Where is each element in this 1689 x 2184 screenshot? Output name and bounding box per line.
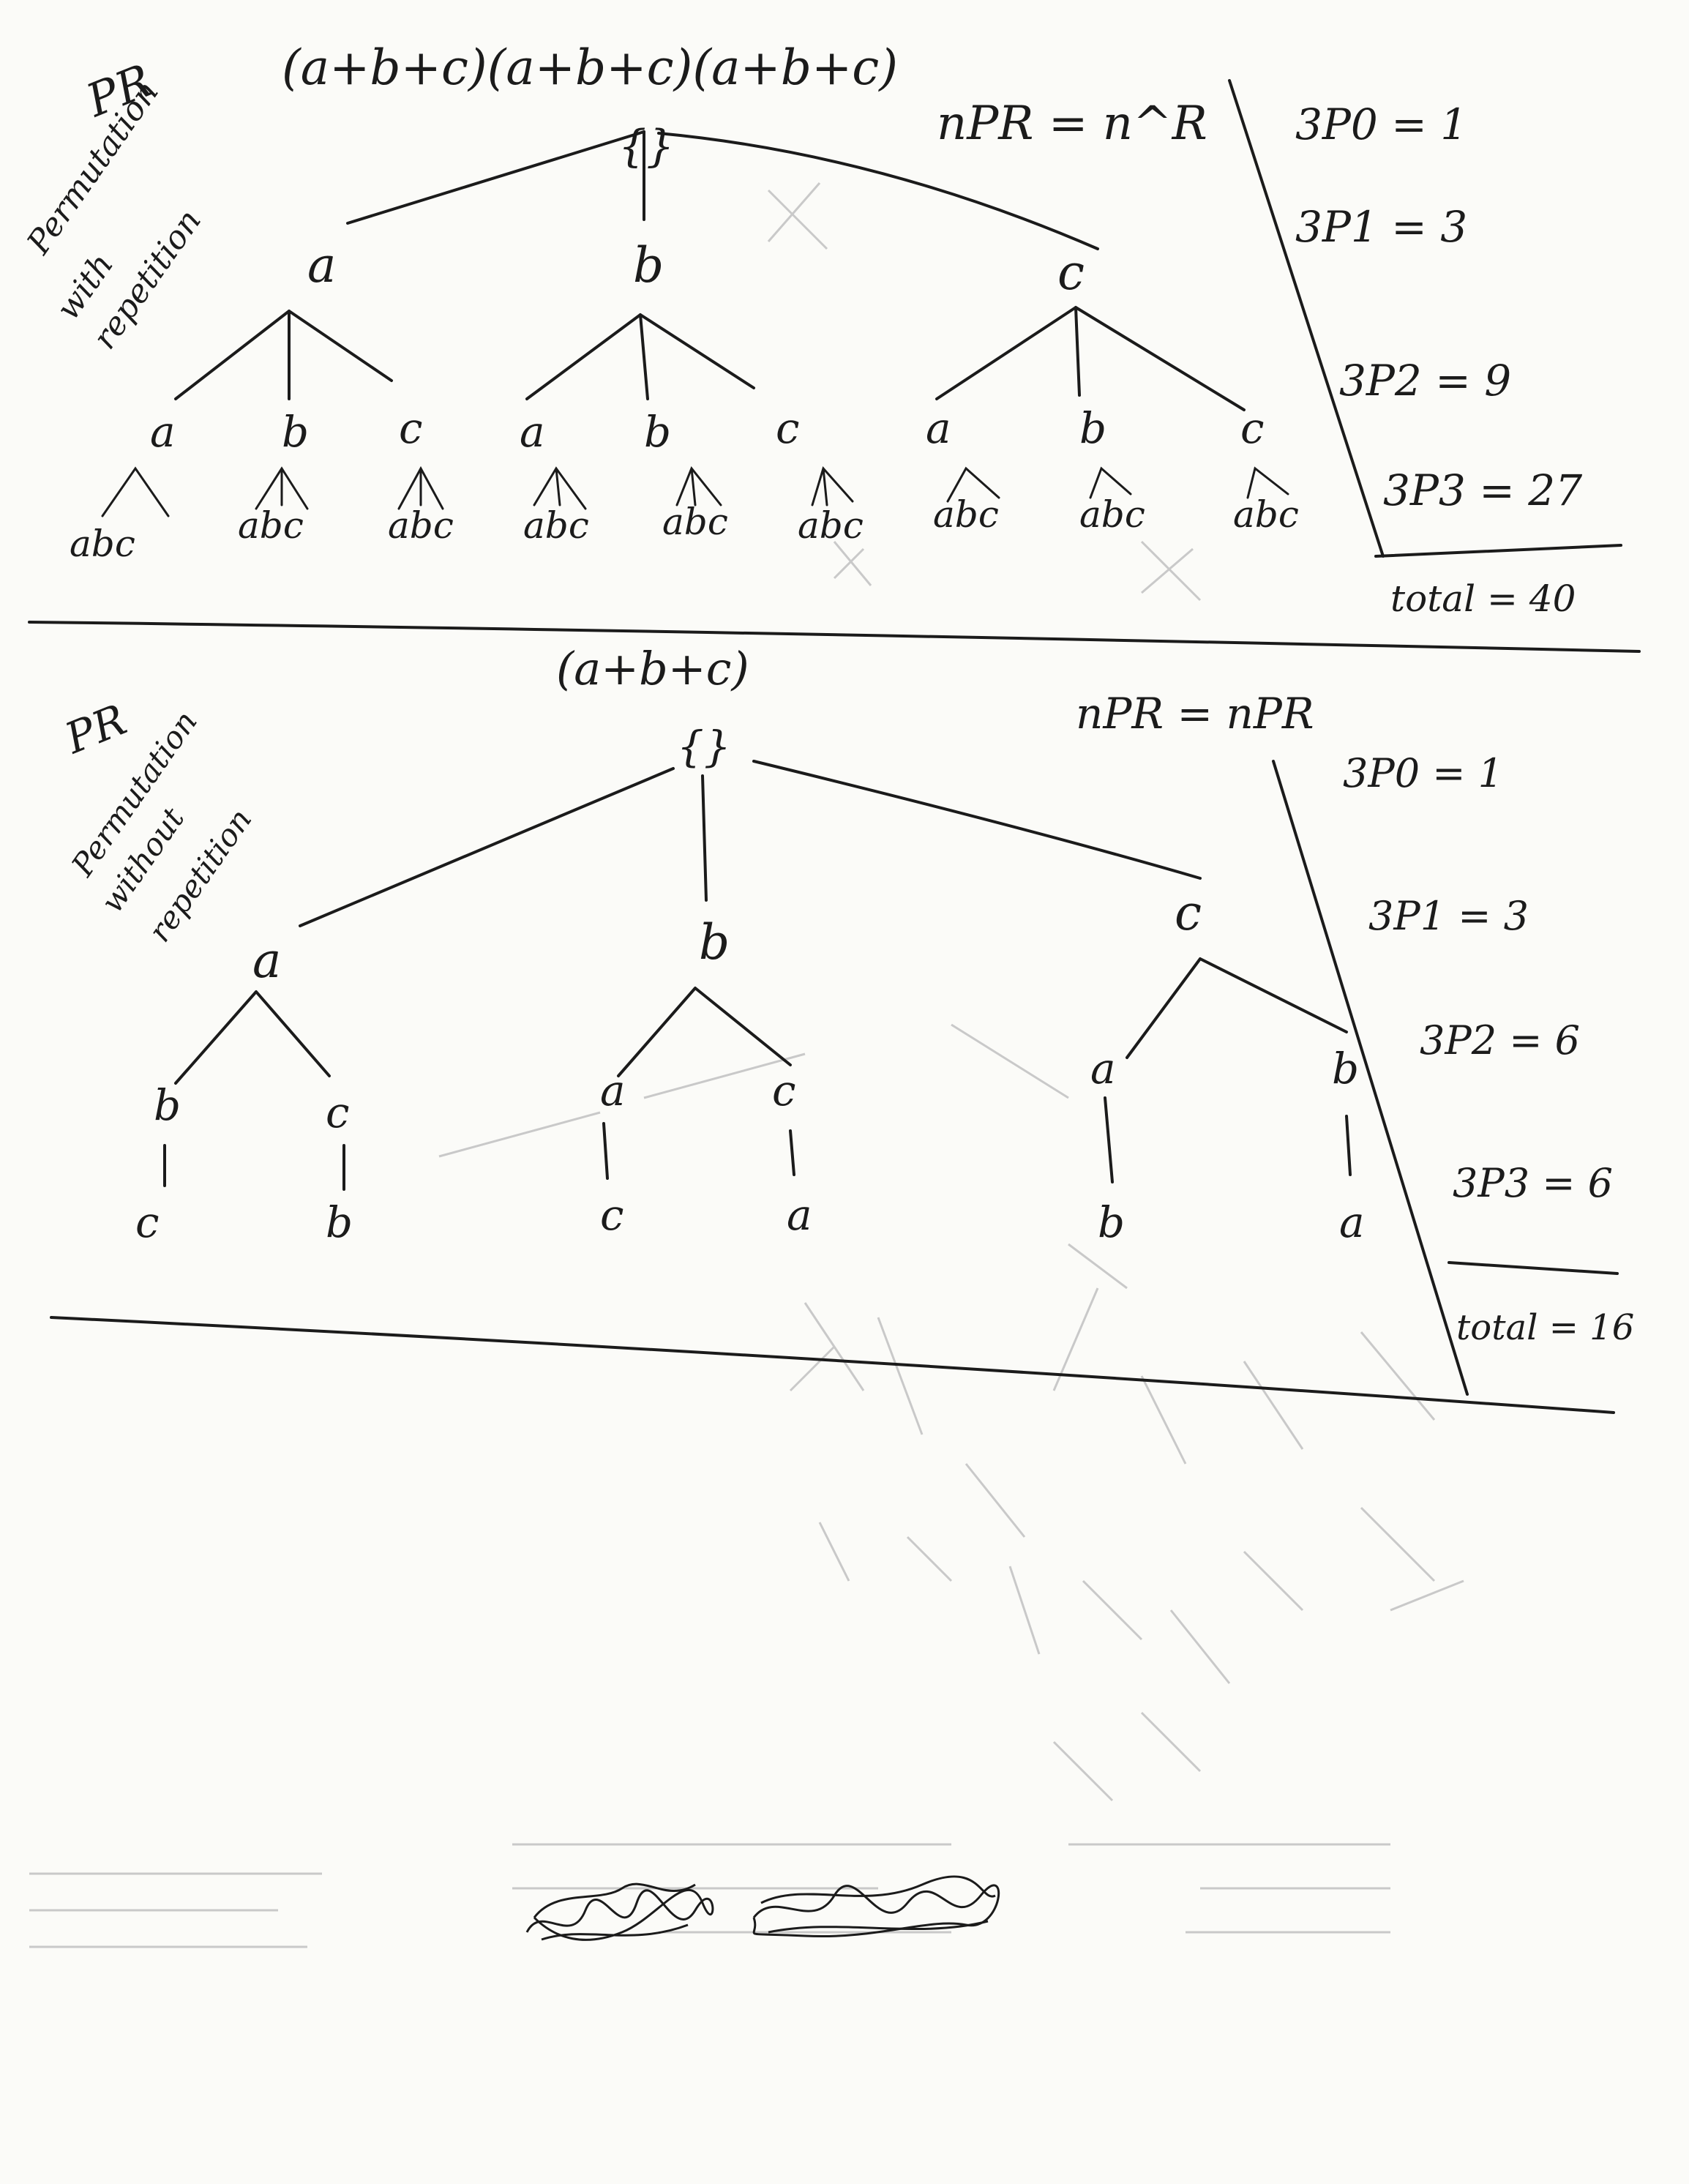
- leaf-bac: c: [600, 1190, 623, 1240]
- node-bb: b: [644, 407, 671, 457]
- leaf-group-ab: abc: [238, 504, 304, 547]
- leaf-group-cb: abc: [1079, 493, 1145, 536]
- leaf-group-ac: abc: [388, 504, 454, 547]
- section2-formula: nPR = nPR: [1076, 689, 1314, 738]
- section-divider-top: [28, 621, 1641, 653]
- section1-counts: 3P0 = 1 3P1 = 3 3P2 = 9 3P3 = 27: [1295, 100, 1582, 515]
- scribble-marks: [525, 1875, 1000, 1941]
- leaf-group-bb: abc: [662, 501, 728, 543]
- node-cb: b: [1332, 1044, 1359, 1093]
- count-r0: 3P0 = 1: [1343, 750, 1503, 796]
- node-ac: c: [326, 1088, 349, 1137]
- leaf-cba: a: [1339, 1197, 1365, 1247]
- section1-leaves: abc abc abc abc abc abc abc abc abc: [70, 493, 1299, 565]
- leaf-group-bc: abc: [798, 504, 864, 547]
- section1-leaf-fans: [101, 465, 1289, 517]
- node-c: c: [1057, 244, 1085, 301]
- section2-level1: a b c: [252, 885, 1202, 989]
- node-cc: c: [1240, 403, 1264, 453]
- leaf-group-ba: abc: [523, 504, 589, 547]
- count-r1: 3P1 = 3: [1368, 893, 1529, 939]
- node-ca: a: [1090, 1044, 1116, 1093]
- node-ba: a: [600, 1066, 626, 1115]
- node-c: c: [1175, 885, 1202, 941]
- count-r3: 3P3 = 27: [1383, 465, 1582, 515]
- leaf-bca: a: [787, 1190, 812, 1240]
- section2-level2: b c a c a b: [154, 1044, 1359, 1137]
- node-a: a: [252, 932, 281, 989]
- count-r1: 3P1 = 3: [1295, 202, 1467, 252]
- node-ab: b: [154, 1080, 181, 1130]
- section2-symbol: PR: [58, 695, 133, 763]
- section2-expression: (a+b+c): [556, 642, 749, 695]
- section1-level1: a b c: [307, 237, 1085, 301]
- node-ac: c: [399, 403, 422, 453]
- section2-total: total = 16: [1456, 1307, 1634, 1348]
- faint-background-marks: [29, 182, 1464, 1948]
- node-bc: c: [772, 1066, 795, 1115]
- node-ab: b: [282, 407, 309, 457]
- section-divider-bottom: [50, 1316, 1615, 1414]
- node-b: b: [699, 914, 730, 971]
- count-r2: 3P2 = 6: [1420, 1017, 1580, 1063]
- leaf-group-aa: abc: [70, 523, 135, 565]
- count-r0: 3P0 = 1: [1295, 100, 1467, 149]
- section-permutation-with-repetition: PR Permutation with repetition (a+b+c)(a…: [20, 40, 1622, 620]
- section1-expression: (a+b+c)(a+b+c)(a+b+c): [282, 40, 898, 96]
- section1-level2: a b c a b c a b c: [150, 403, 1264, 457]
- node-b: b: [633, 237, 664, 293]
- section2-level3: c b c a b a: [135, 1190, 1365, 1247]
- section1-root: {}: [618, 121, 674, 172]
- leaf-acb: b: [326, 1197, 353, 1247]
- section1-formula: nPR = n^R: [937, 97, 1207, 151]
- count-r3: 3P3 = 6: [1453, 1160, 1613, 1206]
- leaf-group-ca: abc: [933, 493, 999, 536]
- leaf-group-cc: abc: [1233, 493, 1299, 536]
- leaf-cab: b: [1098, 1197, 1125, 1247]
- node-a: a: [307, 237, 336, 293]
- section2-counts: 3P0 = 1 3P1 = 3 3P2 = 6 3P3 = 6: [1343, 750, 1613, 1206]
- section-permutation-without-repetition: PR Permutation without repetition (a+b+c…: [58, 642, 1634, 1396]
- section1-total: total = 40: [1390, 577, 1576, 620]
- node-ca: a: [926, 403, 951, 453]
- node-bc: c: [776, 403, 799, 453]
- node-cb: b: [1079, 403, 1106, 453]
- leaf-abc: c: [135, 1197, 159, 1247]
- count-r2: 3P2 = 9: [1339, 356, 1511, 405]
- node-aa: a: [150, 407, 176, 457]
- section2-root: {}: [677, 722, 731, 771]
- node-ba: a: [520, 407, 545, 457]
